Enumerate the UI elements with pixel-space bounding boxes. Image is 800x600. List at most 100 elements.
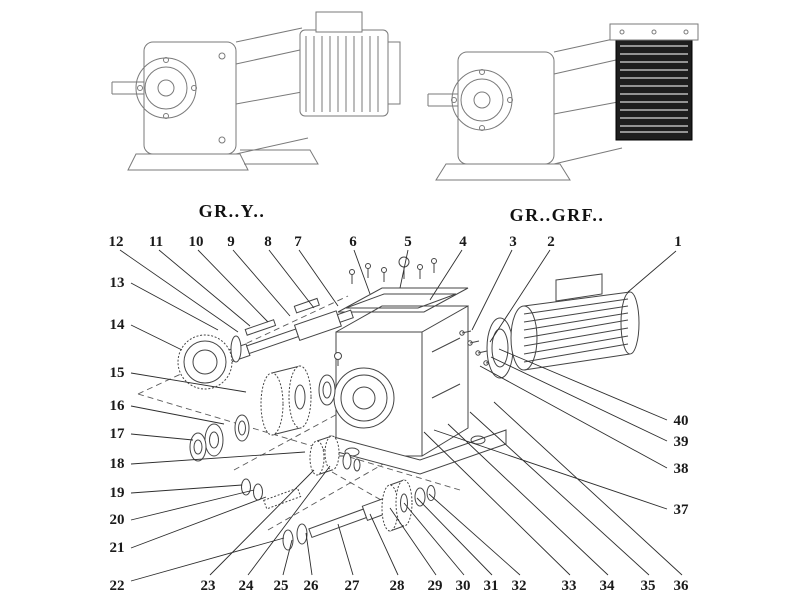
bolt-hole — [137, 85, 143, 91]
callout-8: 8 — [264, 234, 272, 250]
seal-ring — [230, 335, 242, 363]
callout-19: 19 — [110, 485, 125, 501]
motor-end-bell — [388, 41, 401, 105]
bolt-head — [365, 263, 371, 269]
housing-edges — [335, 305, 468, 456]
callout-numbers: 12 11 10 9 8 7 6 5 4 3 2 1 13 14 15 16 1… — [109, 234, 690, 594]
foot-bolt-hole — [470, 435, 486, 445]
ring-mid — [183, 340, 227, 384]
gear-face-right — [324, 435, 340, 471]
motor-fan-cover — [620, 291, 640, 355]
gear-bore — [294, 384, 306, 410]
callout-35: 35 — [641, 578, 656, 594]
callout-10: 10 — [189, 234, 204, 250]
retaining-ring — [342, 452, 352, 470]
bearing-inner — [209, 431, 219, 449]
callout-39: 39 — [674, 434, 689, 450]
terminal-box — [315, 11, 363, 33]
bearing-2-inner — [193, 439, 203, 455]
output-gear-bore — [400, 493, 408, 513]
foot-bolt-hole — [344, 447, 360, 457]
callout-11: 11 — [149, 234, 163, 250]
bolt-hole — [619, 29, 625, 35]
bolt-hole — [651, 29, 657, 35]
bearing-boss-hub — [157, 79, 175, 97]
mounting-feet — [127, 149, 319, 171]
ring-teeth — [177, 334, 233, 390]
washer — [296, 523, 308, 545]
callout-38: 38 — [674, 461, 689, 477]
callout-13: 13 — [110, 275, 125, 291]
motor-body — [299, 29, 389, 117]
callout-26: 26 — [304, 578, 320, 594]
compact-drive-unit — [615, 35, 693, 141]
bearing-outer — [204, 423, 224, 457]
housing-bore-outer — [333, 367, 395, 429]
bearing-2-outer — [189, 432, 207, 462]
variant-title-gr-y: GR..Y.. — [199, 201, 266, 221]
callout-21: 21 — [110, 540, 125, 556]
mid-bearing-outer — [318, 374, 336, 406]
bolt-hole — [191, 85, 197, 91]
callout-17: 17 — [110, 426, 126, 442]
splined-pinion — [263, 487, 302, 510]
retaining-ring — [414, 487, 426, 507]
gear-housing — [329, 256, 507, 475]
gearbox-side-ribs — [553, 37, 623, 165]
cover-bolts — [351, 263, 435, 284]
callout-9: 9 — [227, 234, 235, 250]
callout-1: 1 — [674, 234, 682, 250]
bolt-hole — [163, 57, 169, 63]
callout-40: 40 — [674, 413, 689, 429]
output-shaft — [111, 81, 144, 95]
motor-flange-inner — [491, 328, 509, 368]
spacer-ring — [234, 414, 250, 442]
drive-unit-fins — [620, 45, 688, 133]
key-2 — [293, 297, 320, 314]
shaft-tip — [336, 309, 354, 323]
gear-face-right — [288, 365, 312, 429]
bolt-head — [349, 269, 355, 275]
gear-face-left — [260, 372, 284, 436]
pinion-parts — [241, 478, 302, 510]
gear-face-left — [309, 440, 325, 476]
callout-4: 4 — [459, 234, 467, 250]
bearing-boss-mid — [460, 78, 504, 122]
motor-body-outline — [523, 291, 631, 371]
callout-15: 15 — [110, 365, 125, 381]
variant-title-gr-grf: GR..GRF.. — [510, 205, 605, 225]
mid-bearing-inner — [322, 381, 332, 399]
callout-3: 3 — [509, 234, 517, 250]
bolt-hole — [507, 97, 513, 103]
callout-6: 6 — [349, 234, 357, 250]
bearing-set-left — [189, 374, 336, 462]
bearing-boss-mid — [144, 66, 188, 110]
motor-terminal-box — [555, 273, 603, 302]
callout-33: 33 — [562, 578, 577, 594]
callout-27: 27 — [345, 578, 361, 594]
bolt-hole — [479, 125, 485, 131]
output-shaft — [308, 508, 368, 538]
spacer-bore — [238, 420, 246, 436]
flange-bolt-stems — [461, 330, 496, 364]
motor-fins — [523, 298, 629, 363]
washer — [253, 483, 263, 501]
exploded-assembly — [177, 256, 640, 551]
retaining-ring-small — [353, 458, 361, 472]
callout-16: 16 — [110, 398, 126, 414]
housing-bore-inner — [352, 386, 376, 410]
callout-34: 34 — [600, 578, 616, 594]
callout-5: 5 — [404, 234, 412, 250]
callout-32: 32 — [512, 578, 527, 594]
callout-31: 31 — [484, 578, 499, 594]
eye-bolt — [398, 256, 410, 268]
gearmotor-drawing-gr-grf — [427, 23, 699, 181]
motor-exploded — [459, 273, 640, 379]
callout-18: 18 — [110, 456, 125, 472]
bolt-head — [381, 267, 387, 273]
callout-2: 2 — [547, 234, 555, 250]
callout-23: 23 — [201, 578, 216, 594]
large-gear — [260, 365, 312, 436]
callout-20: 20 — [110, 512, 125, 528]
